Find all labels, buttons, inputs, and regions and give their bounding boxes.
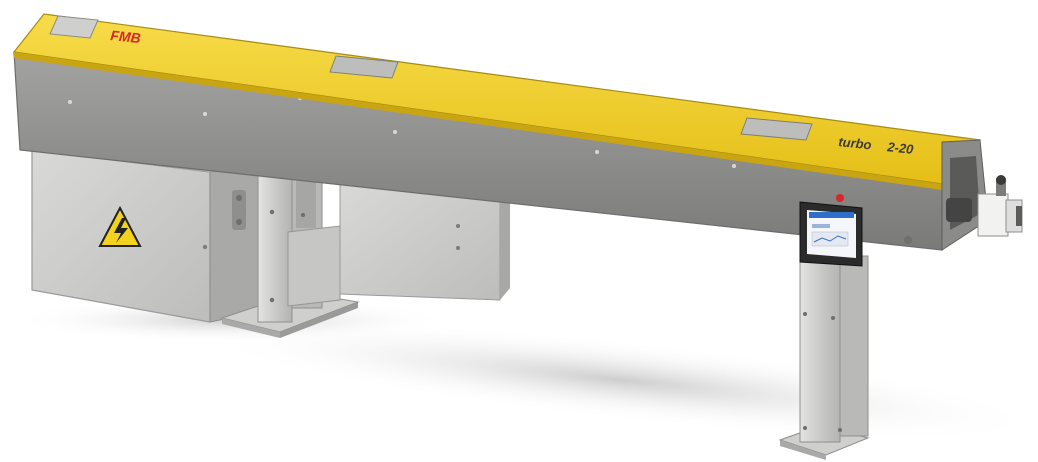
front-end-unit	[904, 139, 1023, 251]
emergency-stop-icon	[836, 194, 844, 202]
hmi-control-panel	[799, 194, 863, 267]
model-suffix: 2-20	[886, 139, 915, 157]
brand-logo: FMB	[110, 27, 142, 46]
cover-window-front	[49, 15, 99, 39]
high-voltage-warning-icon	[98, 205, 142, 247]
cover-window-middle	[329, 55, 399, 79]
yellow-cover: FMB turbo 2-20	[12, 13, 982, 190]
right-support-stand	[778, 255, 870, 460]
cover-window-rear	[740, 117, 813, 141]
model-prefix: turbo	[838, 134, 873, 152]
model-label: turbo 2-20	[838, 134, 915, 157]
